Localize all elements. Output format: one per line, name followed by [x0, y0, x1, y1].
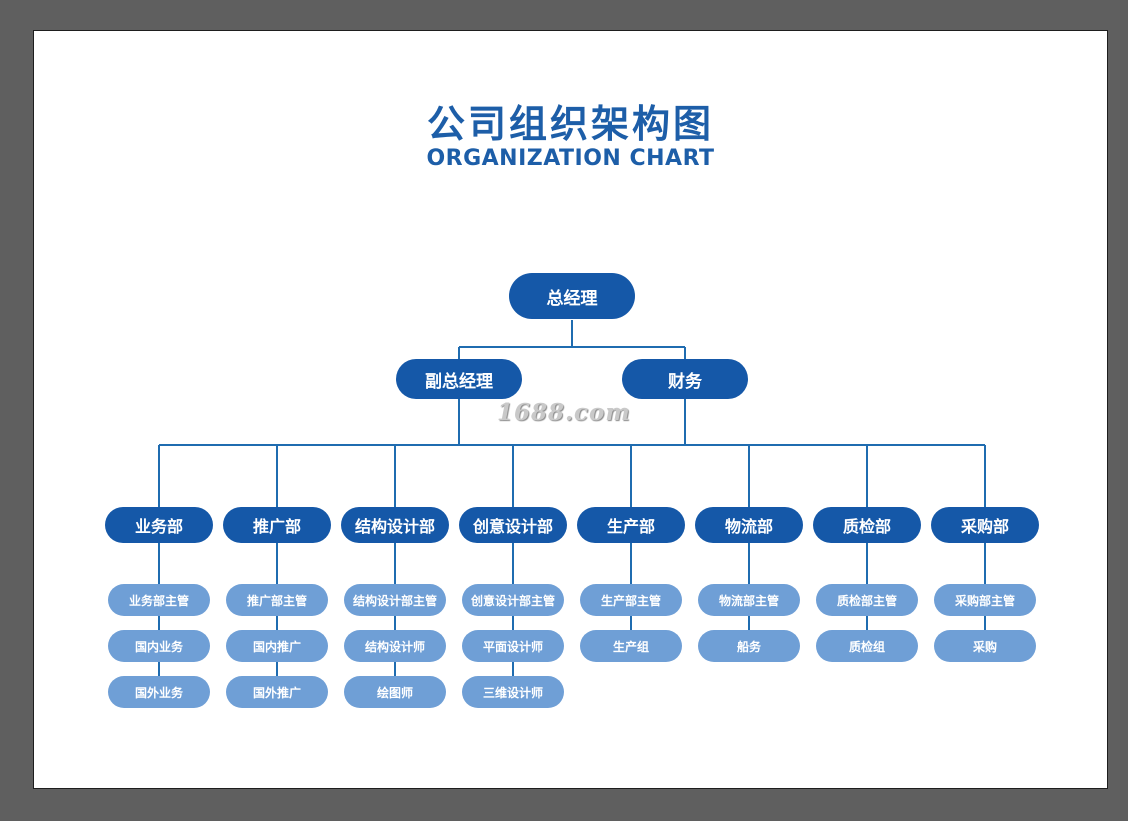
sub-role-node: 国内业务	[108, 630, 210, 662]
sub-role-node: 国内推广	[226, 630, 328, 662]
sub-role-node: 业务部主管	[108, 584, 210, 616]
sub-role-node: 质检部主管	[816, 584, 918, 616]
chart-title-english: ORGANIZATION CHART	[426, 146, 715, 171]
sub-role-node: 三维设计师	[462, 676, 564, 708]
sub-role-node: 生产部主管	[580, 584, 682, 616]
sub-role-node: 生产组	[580, 630, 682, 662]
sub-role-node: 绘图师	[344, 676, 446, 708]
department-node: 采购部	[931, 507, 1039, 543]
sub-role-node: 国外业务	[108, 676, 210, 708]
department-node: 质检部	[813, 507, 921, 543]
watermark-text: 1688.com	[497, 399, 631, 426]
department-node: 生产部	[577, 507, 685, 543]
department-node: 结构设计部	[341, 507, 449, 543]
sub-role-node: 采购部主管	[934, 584, 1036, 616]
sub-role-node: 结构设计师	[344, 630, 446, 662]
department-node: 业务部	[105, 507, 213, 543]
node-finance: 财务	[622, 359, 748, 399]
department-node: 推广部	[223, 507, 331, 543]
department-node: 物流部	[695, 507, 803, 543]
sub-role-node: 结构设计部主管	[344, 584, 446, 616]
sub-role-node: 船务	[698, 630, 800, 662]
sub-role-node: 国外推广	[226, 676, 328, 708]
sub-role-node: 平面设计师	[462, 630, 564, 662]
sub-role-node: 采购	[934, 630, 1036, 662]
sub-role-node: 质检组	[816, 630, 918, 662]
sub-role-node: 物流部主管	[698, 584, 800, 616]
department-node: 创意设计部	[459, 507, 567, 543]
node-general-manager: 总经理	[509, 273, 635, 319]
sub-role-node: 创意设计部主管	[462, 584, 564, 616]
node-deputy-general-manager: 副总经理	[396, 359, 522, 399]
chart-title-chinese: 公司组织架构图	[426, 102, 714, 146]
org-chart-sheet: 公司组织架构图 ORGANIZATION CHART 1688.com 总经理副…	[33, 30, 1108, 789]
sub-role-node: 推广部主管	[226, 584, 328, 616]
